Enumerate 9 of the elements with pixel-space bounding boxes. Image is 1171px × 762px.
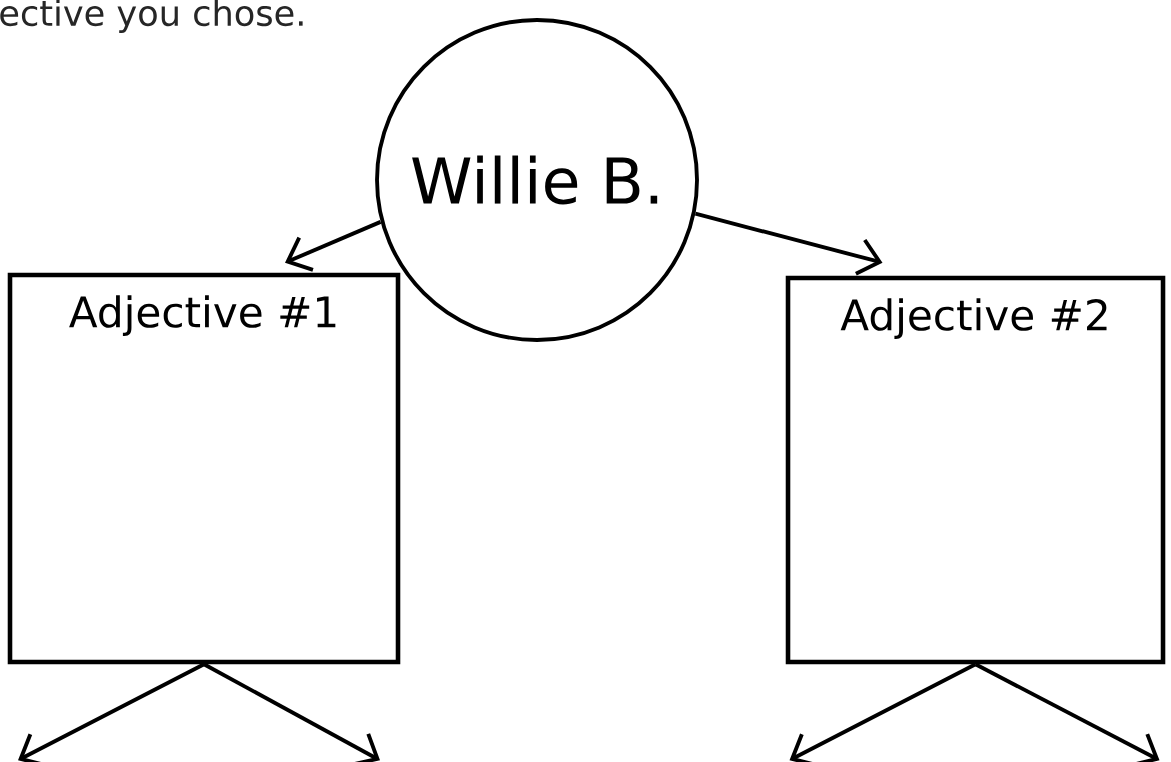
arrow: [285, 220, 382, 272]
arrow: [18, 662, 205, 762]
adjective-box: Adjective #1: [7, 272, 401, 665]
arrow: [974, 662, 1160, 762]
arrow: [203, 662, 380, 762]
arrow: [789, 662, 977, 762]
circle-node: Willie B.: [375, 18, 699, 342]
arrow: [694, 211, 883, 276]
adjective-box: Adjective #2: [785, 275, 1166, 665]
